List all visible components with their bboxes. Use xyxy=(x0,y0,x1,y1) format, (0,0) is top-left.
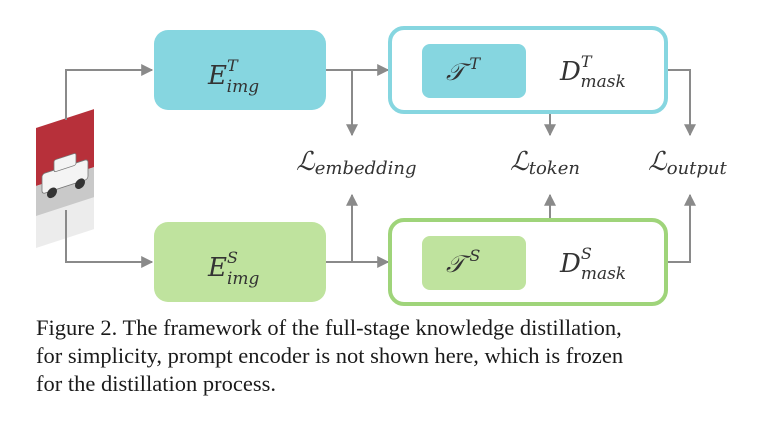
caption-line-2: for simplicity, prompt encoder is not sh… xyxy=(36,343,624,368)
teacher-token-box xyxy=(422,44,526,98)
figure-caption: Figure 2. The framework of the full-stag… xyxy=(36,314,751,398)
caption-line-3: for the distillation process. xyxy=(36,371,276,396)
arrow-input-to-student-encoder xyxy=(65,210,154,268)
student-token-box xyxy=(422,236,526,290)
input-image xyxy=(36,109,94,248)
loss-output-label: ℒoutput xyxy=(648,147,728,179)
connectors xyxy=(65,64,696,268)
student-encoder-box xyxy=(154,222,326,302)
arrow-teacher-output-to-loss xyxy=(666,69,696,137)
car-icon xyxy=(41,153,89,199)
loss-embedding-label: ℒembedding xyxy=(296,147,417,179)
loss-token-label: ℒtoken xyxy=(510,147,580,179)
arrow-student-output-to-loss xyxy=(666,193,696,263)
caption-line-1: Figure 2. The framework of the full-stag… xyxy=(36,315,622,340)
arrow-input-to-teacher-encoder xyxy=(65,64,154,120)
teacher-encoder-box xyxy=(154,30,326,110)
